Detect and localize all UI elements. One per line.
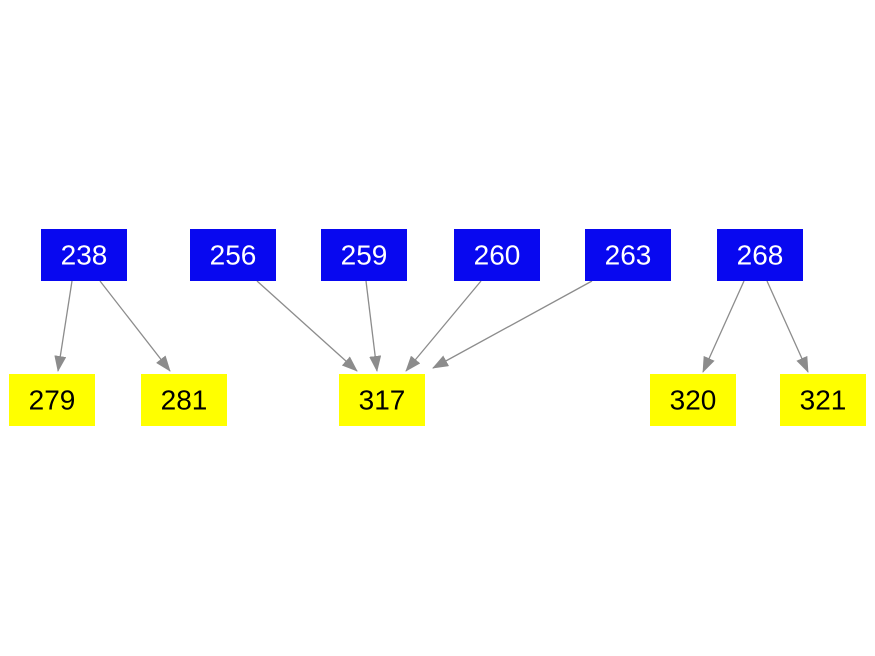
node-label: 321	[800, 385, 847, 416]
edge-259-317	[365, 280, 382, 372]
edge-268-320	[702, 280, 745, 373]
node-box	[717, 229, 803, 281]
node-268: 268	[717, 229, 803, 281]
node-box	[454, 229, 540, 281]
node-238: 238	[41, 229, 127, 281]
edge-layer	[54, 280, 809, 373]
node-label: 268	[737, 240, 784, 271]
node-label: 279	[29, 385, 76, 416]
node-box	[780, 374, 866, 426]
node-label: 238	[61, 240, 108, 271]
node-box	[339, 374, 425, 426]
node-label: 259	[341, 240, 388, 271]
node-box	[585, 229, 671, 281]
node-box	[9, 374, 95, 426]
node-321: 321	[780, 374, 866, 426]
edge-238-281	[99, 280, 171, 372]
node-label: 256	[210, 240, 257, 271]
node-box	[190, 229, 276, 281]
node-box	[141, 374, 227, 426]
node-279: 279	[9, 374, 95, 426]
node-label: 317	[359, 385, 406, 416]
node-box	[41, 229, 127, 281]
node-320: 320	[650, 374, 736, 426]
node-281: 281	[141, 374, 227, 426]
node-box	[321, 229, 407, 281]
node-260: 260	[454, 229, 540, 281]
edge-260-317	[405, 280, 482, 372]
edge-263-317	[432, 280, 593, 369]
edge-238-279	[54, 280, 73, 372]
node-label: 281	[161, 385, 208, 416]
edge-256-317	[256, 280, 358, 372]
node-317: 317	[339, 374, 425, 426]
edge-268-321	[766, 280, 809, 373]
node-box	[650, 374, 736, 426]
node-label: 263	[605, 240, 652, 271]
node-263: 263	[585, 229, 671, 281]
node-259: 259	[321, 229, 407, 281]
node-256: 256	[190, 229, 276, 281]
node-label: 320	[670, 385, 717, 416]
node-label: 260	[474, 240, 521, 271]
